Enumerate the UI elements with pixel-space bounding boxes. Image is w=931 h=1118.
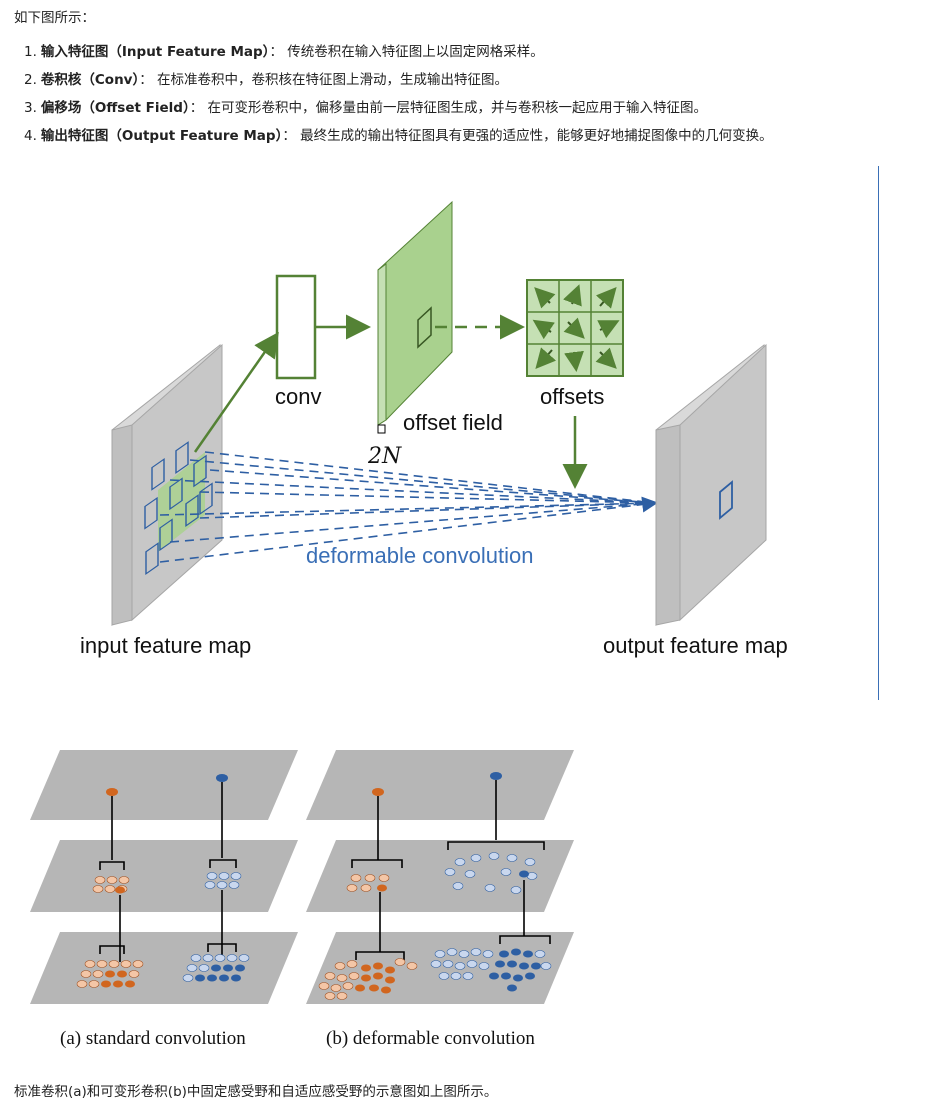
item-desc: ： 在可变形卷积中，偏移量由前一层特征图生成，并与卷积核一起应用于输入特征图。 [189,100,707,116]
conv-label: conv [275,384,321,409]
item-number: 3. [24,100,37,116]
item-term: 输入特征图（Input Feature Map） [40,44,270,60]
item-desc: ： 在标准卷积中，卷积核在特征图上滑动，生成输出特征图。 [139,72,509,88]
list-item: 3.偏移场（Offset Field）： 在可变形卷积中，偏移量由前一层特征图生… [24,98,773,126]
output-feature-map [655,343,767,627]
input-map-label: input feature map [80,633,251,658]
offsets-grid [526,279,624,377]
deformable-label: deformable convolution [306,543,533,568]
item-desc: ： 传统卷积在输入特征图上以固定网格采样。 [269,44,544,60]
output-map-label: output feature map [603,633,788,658]
item-number: 2. [24,72,37,88]
caption-b: (b) deformable convolution [326,1028,535,1049]
offset-field-slab [377,200,453,434]
definition-list: 1.输入特征图（Input Feature Map）： 传统卷积在输入特征图上以… [24,42,773,154]
item-number: 1. [24,44,37,60]
two-n-label: 2N [367,444,402,469]
panel-a [30,750,298,1004]
caption-a: (a) standard convolution [60,1028,246,1049]
item-term: 卷积核（Conv） [40,72,140,88]
intro-text: 如下图所示： [14,10,95,26]
deformable-conv-diagram: conv offset field 2N offsets deformable … [80,200,788,658]
item-term: 偏移场（Offset Field） [40,100,190,116]
panel-b [306,750,574,1004]
list-item: 4.输出特征图（Output Feature Map）： 最终生成的输出特征图具… [24,126,773,154]
outro-text: 标准卷积(a)和可变形卷积(b)中固定感受野和自适应感受野的示意图如上图所示。 [14,1084,498,1100]
offset-field-label: offset field [403,410,503,435]
item-term: 输出特征图（Output Feature Map） [40,128,283,144]
item-number: 4. [24,128,37,144]
margin-divider [878,166,879,700]
offsets-label: offsets [540,384,604,409]
list-item: 1.输入特征图（Input Feature Map）： 传统卷积在输入特征图上以… [24,42,773,70]
receptive-field-comparison: (a) standard convolution (b) deformable … [30,750,574,1049]
projection-lines [159,451,659,563]
item-desc: ： 最终生成的输出特征图具有更强的适应性，能够更好地捕捉图像中的几何变换。 [282,128,773,144]
conv-box [275,274,317,380]
list-item: 2.卷积核（Conv）： 在标准卷积中，卷积核在特征图上滑动，生成输出特征图。 [24,70,773,98]
input-feature-map [111,343,223,627]
